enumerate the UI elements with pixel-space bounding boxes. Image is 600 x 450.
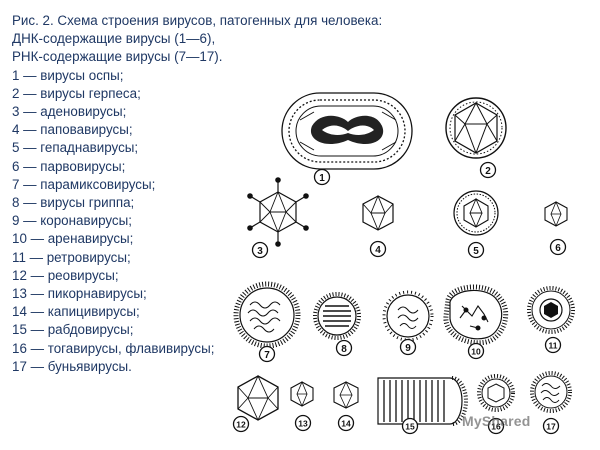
figure-number-1: 1 (313, 168, 331, 186)
svg-text:2: 2 (485, 166, 491, 177)
figure-number-17: 17 (542, 417, 560, 435)
svg-text:12: 12 (236, 420, 246, 430)
virus-adeno (247, 177, 309, 247)
virus-calici (333, 381, 359, 409)
figure-number-13: 13 (294, 414, 312, 432)
virus-bunya (530, 371, 572, 413)
svg-text:13: 13 (298, 419, 308, 429)
virus-parvo (544, 200, 568, 227)
legend-item: 9 — коронавирусы; (12, 213, 132, 229)
figure-number-14: 14 (337, 414, 355, 432)
virus-toga (477, 374, 515, 412)
legend-item: 16 — тогавирусы, флавивирусы; (12, 340, 215, 356)
virus-pox (281, 92, 413, 170)
virus-papova (362, 194, 394, 231)
svg-text:10: 10 (471, 347, 481, 357)
svg-text:15: 15 (405, 422, 415, 432)
caption-title: Рис. 2. Схема строения вирусов, патогенн… (12, 13, 383, 28)
legend-item: 4 — паповавирусы; (12, 122, 133, 138)
svg-text:6: 6 (555, 243, 561, 254)
svg-text:17: 17 (546, 422, 556, 432)
virus-herpes (445, 97, 507, 159)
figure-number-16: 16 (487, 417, 505, 435)
legend-item: 10 — аренавирусы; (12, 231, 134, 247)
figure-number-10: 10 (467, 342, 485, 360)
svg-text:3: 3 (257, 246, 263, 257)
svg-text:11: 11 (549, 341, 558, 351)
legend-item: 7 — парамиксовирусы; (12, 176, 156, 192)
figure-number-6: 6 (549, 238, 567, 256)
watermark: MyShared (462, 413, 531, 429)
figure-number-3: 3 (251, 241, 269, 259)
virus-picorna (290, 380, 314, 407)
virus-reo (237, 374, 279, 421)
legend-item: 6 — парвовирусы; (12, 158, 126, 174)
svg-text:9: 9 (405, 343, 411, 354)
virus-retro (527, 286, 575, 334)
virus-paramyxo (233, 281, 301, 349)
legend-item: 1 — вирусы оспы; (12, 67, 124, 83)
figure-caption: Рис. 2. Схема строения вирусов, патогенн… (12, 12, 383, 376)
figure-number-7: 7 (258, 345, 276, 363)
svg-text:7: 7 (264, 350, 270, 361)
svg-text:14: 14 (341, 419, 351, 429)
svg-text:5: 5 (473, 246, 479, 257)
legend-item: 15 — рабдовирусы; (12, 322, 134, 338)
virus-corona (382, 290, 434, 342)
figure-number-11: 11 (544, 336, 562, 354)
virus-rhabdo (377, 376, 468, 426)
svg-text:4: 4 (375, 245, 381, 256)
figure-number-9: 9 (399, 338, 417, 356)
figure-number-2: 2 (479, 161, 497, 179)
legend-item: 11 — ретровирусы; (12, 249, 131, 265)
svg-text:16: 16 (491, 422, 501, 432)
virus-arena (443, 284, 509, 346)
legend-item: 3 — аденовирусы; (12, 104, 127, 120)
legend-item: 5 — гепаднавирусы; (12, 140, 139, 156)
legend-item: 2 — вирусы герпеса; (12, 85, 141, 101)
svg-text:1: 1 (319, 173, 325, 184)
virus-influenza (313, 292, 361, 340)
virus-hepadna (453, 190, 499, 236)
svg-text:8: 8 (341, 344, 347, 355)
caption-dna-group: ДНК-содержащие вирусы (1—6), (12, 31, 216, 47)
caption-rna-group: РНК-содержащие вирусы (7—17). (12, 49, 223, 65)
legend-item: 17 — буньявирусы. (12, 358, 132, 374)
figure-number-15: 15 (401, 417, 419, 435)
figure-number-8: 8 (335, 339, 353, 357)
legend-item: 13 — пикорнавирусы; (12, 286, 147, 302)
legend-item: 8 — вирусы гриппа; (12, 195, 135, 211)
legend-list: 1 — вирусы оспы; 2 — вирусы герпеса; 3 —… (12, 67, 342, 376)
figure-number-12: 12 (232, 415, 250, 433)
legend-item: 14 — капицивирусы; (12, 304, 140, 320)
legend-item: 12 — реовирусы; (12, 267, 119, 283)
figure-number-4: 4 (369, 240, 387, 258)
figure-number-5: 5 (467, 241, 485, 259)
